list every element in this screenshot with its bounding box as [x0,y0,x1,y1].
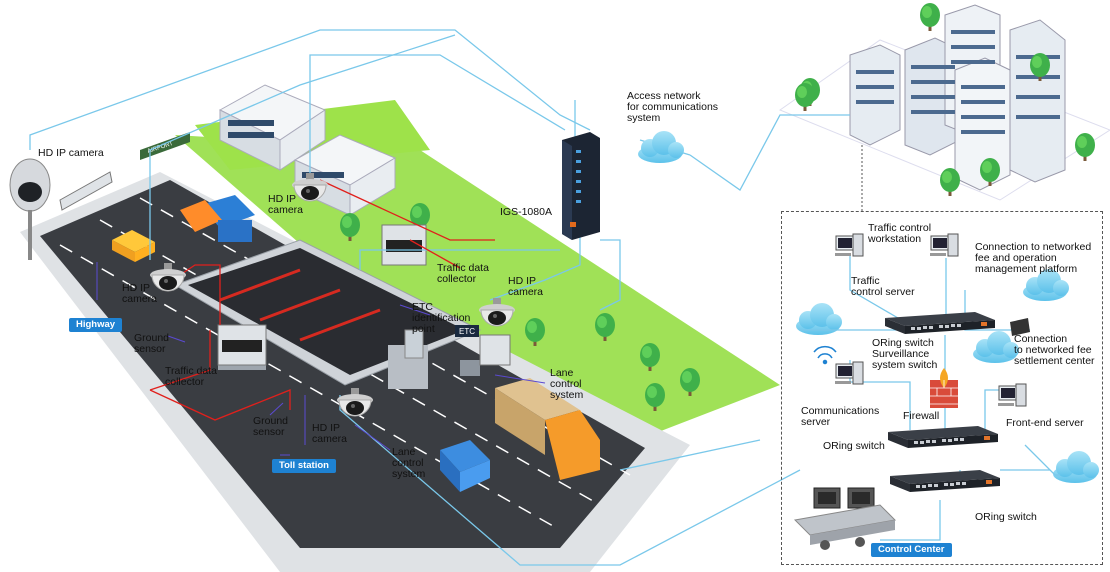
sensor-links [149,179,495,421]
vehicles [112,195,600,492]
settlement-center-label: Connection to networked fee settlement c… [1014,333,1095,367]
operators-desk [793,487,897,550]
front-end-server-label: Front-end server [1006,417,1084,429]
toll-station-badge: Toll station [272,459,336,473]
hd-camera-label-topleft: HD IP camera [38,147,104,159]
cameras [9,158,516,417]
traffic-server-label: Traffic control server [851,275,915,298]
wifi-icon [813,345,837,365]
blue-truck [180,195,255,242]
camera-topleft [9,158,51,250]
etc-sign: ETC [459,327,475,336]
firewall-label: Firewall [903,410,940,422]
networked-fee-label: Connection to networked fee and operatio… [975,241,1092,275]
oring-switch-label-1: ORing switch [823,440,885,452]
lane-control-label-right: Lane control system [550,367,584,401]
etc-identification-label: ETC identification point [412,301,471,335]
callout-arrows [96,262,546,456]
city-buildings [778,4,1110,201]
hd-camera-label-bottom: HD IP camera [312,422,348,445]
traffic-data-collector-label-top: Traffic data collector [437,262,489,285]
communications-server-label: Communications server [801,405,880,428]
access-cloud [638,131,684,163]
access-network-label: Access network for communications system [627,90,719,124]
lane-control-label-bottom: Lane control system [392,446,426,480]
ground-sensor-label-bottom: Ground sensor [253,415,289,438]
control-center-equipment [793,233,1030,550]
oring-surveillance-label: ORing switch Surveillance system switch [872,337,938,371]
traffic-workstation-label: Traffic control workstation [868,222,932,245]
cargo-truck [495,378,600,480]
hd-camera-label-right: HD IP camera [508,275,544,298]
hd-camera-label-top: HD IP camera [268,193,304,216]
hd-camera-label-left: HD IP camera [122,282,158,305]
igs-1080a-label: IGS-1080A [500,206,552,218]
firewall-icon [930,368,958,408]
oring-switch-label-2: ORing switch [975,511,1037,523]
control-center-badge: Control Center [871,543,952,557]
blue-bus [440,440,490,492]
ground-sensor-label-left: Ground sensor [134,332,170,355]
connector-device [1010,318,1030,336]
traffic-data-collector-label-bottom: Traffic data collector [165,365,217,388]
control-center-frame [781,211,1103,565]
highway-badge: Highway [69,318,123,332]
igs-1080a-device [562,132,600,240]
